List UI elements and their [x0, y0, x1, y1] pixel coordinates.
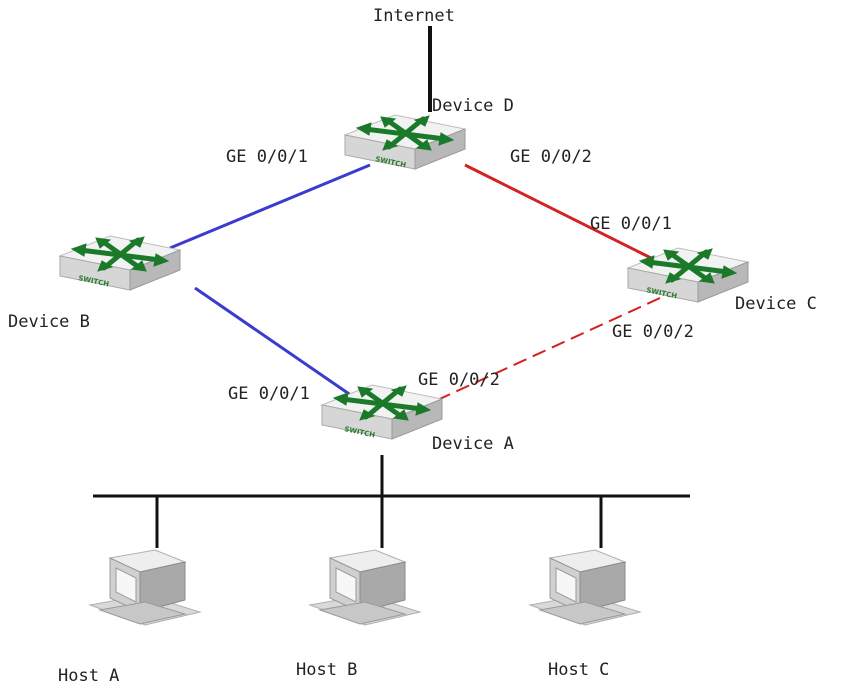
device-b-label: Device B: [8, 312, 90, 332]
host-c-computer[interactable]: [529, 549, 641, 626]
host-a-label: Host A: [58, 666, 119, 685]
device-c-label: Device C: [735, 294, 817, 314]
host-b-label: Host B: [296, 660, 357, 680]
link-b-a: [194, 286, 356, 400]
port-label-a-ge002: GE 0/0/2: [418, 370, 500, 390]
port-label-c-ge001: GE 0/0/1: [590, 214, 672, 234]
host-a-computer[interactable]: [89, 549, 201, 626]
switch-device-a[interactable]: SWITCH: [322, 385, 442, 439]
link-c-a-blocked: [419, 297, 661, 409]
internet-label: Internet: [373, 6, 455, 26]
link-d-b: [169, 163, 371, 250]
switch-device-b[interactable]: SWITCH: [60, 236, 180, 290]
port-label-a-ge001: GE 0/0/1: [228, 384, 310, 404]
device-d-label: Device D: [432, 96, 514, 116]
host-b-computer[interactable]: [309, 549, 421, 626]
host-c-label: Host C: [548, 660, 609, 680]
port-label-d-ge001: GE 0/0/1: [226, 147, 308, 167]
port-label-d-ge002: GE 0/0/2: [510, 147, 592, 167]
link-d-c: [464, 163, 666, 267]
switch-device-d[interactable]: SWITCH: [345, 115, 465, 169]
port-label-c-ge002: GE 0/0/2: [612, 322, 694, 342]
device-a-label: Device A: [432, 434, 514, 454]
